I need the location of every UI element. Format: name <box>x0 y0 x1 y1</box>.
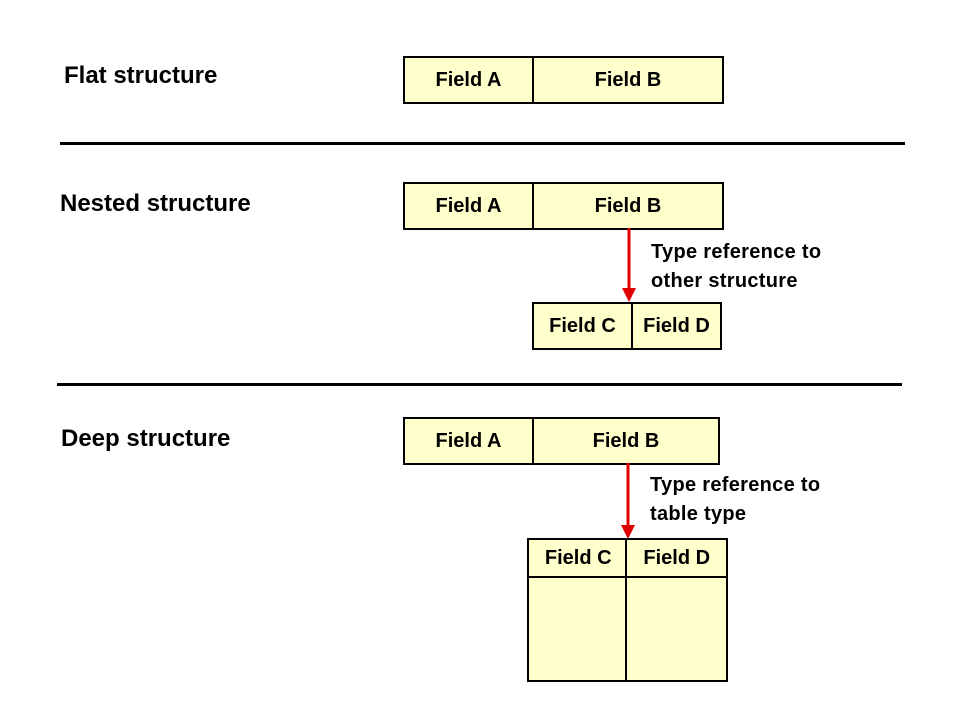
deep-field-b: Field B <box>532 419 718 463</box>
deep-table-column-divider <box>625 540 627 680</box>
nested-sub-structure: Field C Field D <box>532 302 722 350</box>
deep-table-header: Field C Field D <box>529 540 726 578</box>
nested-structure-title: Nested structure <box>60 190 251 217</box>
deep-structure-record: Field A Field B <box>403 417 720 465</box>
nested-annotation-line-2: other structure <box>651 270 798 292</box>
deep-field-d: Field D <box>643 546 711 569</box>
deep-field-a: Field A <box>435 429 502 452</box>
divider-2 <box>57 383 902 386</box>
deep-annotation-line-1: Type reference to <box>650 474 821 496</box>
nested-field-b: Field B <box>532 184 722 228</box>
nested-field-d: Field D <box>631 304 720 348</box>
nested-annotation-line-1: Type reference to <box>651 241 822 263</box>
flat-field-b: Field B <box>532 58 722 102</box>
nested-field-c: Field C <box>549 314 616 337</box>
deep-annotation: Type reference to table type <box>650 471 820 529</box>
deep-field-c: Field C <box>544 546 612 569</box>
divider-1 <box>60 142 905 145</box>
nested-reference-arrow <box>622 228 636 302</box>
nested-annotation: Type reference to other structure <box>651 238 821 296</box>
deep-table-type: Field C Field D <box>527 538 728 682</box>
deep-structure-title: Deep structure <box>61 425 231 452</box>
deep-annotation-line-2: table type <box>650 503 747 525</box>
nested-field-a: Field A <box>435 194 502 217</box>
flat-structure-title: Flat structure <box>64 62 218 89</box>
flat-structure-record: Field A Field B <box>403 56 724 104</box>
nested-structure-record: Field A Field B <box>403 182 724 230</box>
deep-reference-arrow <box>621 463 635 539</box>
flat-field-a: Field A <box>435 68 502 91</box>
